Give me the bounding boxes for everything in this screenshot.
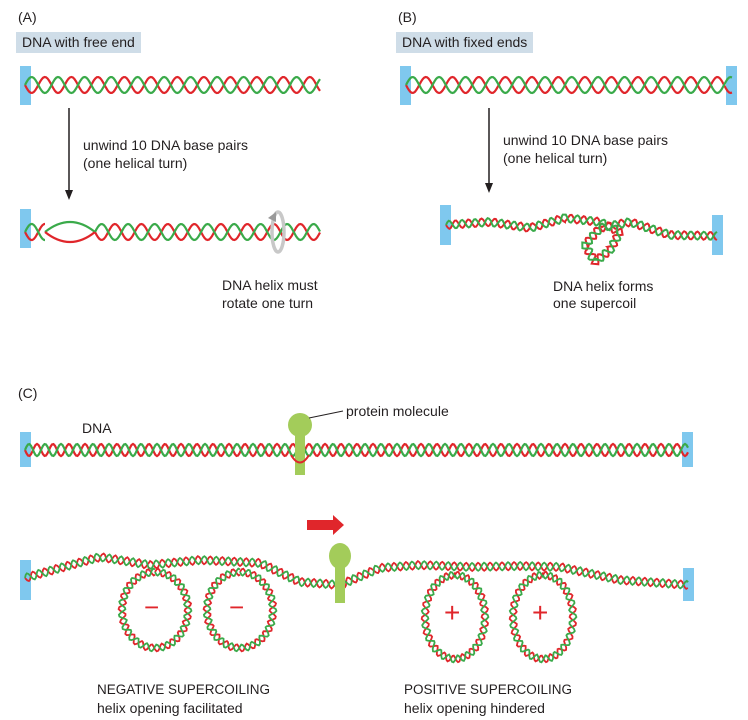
dna-helix-b-top-strand — [405, 75, 733, 95]
dna-helix-a-bottom-right-strand — [94, 222, 321, 242]
negative-supercoil-strand — [117, 567, 193, 653]
anchor-block — [683, 568, 694, 601]
negative-sign: − — [229, 592, 245, 622]
dna-helix-a-top-strand — [24, 75, 321, 95]
unwound-strand — [44, 220, 96, 233]
down-arrow-head — [485, 183, 493, 193]
dna-label: DNA — [82, 420, 112, 436]
negative-supercoil-strand — [202, 567, 278, 653]
panel-a-step-line1: unwind 10 DNA base pairs — [83, 137, 248, 153]
dna-helix-c-bottom-strand — [24, 552, 689, 590]
negative-supercoil-strand — [117, 567, 193, 653]
anchor-block — [20, 209, 31, 248]
panel-b-step-line1: unwind 10 DNA base pairs — [503, 132, 668, 148]
positive-sign: + — [444, 597, 461, 628]
dna-through-protein — [290, 454, 310, 464]
negative-supercoiling-caption: helix opening facilitated — [97, 700, 243, 716]
positive-supercoil-strand — [420, 570, 490, 664]
positive-supercoil-strand — [508, 570, 577, 664]
negative-supercoil-strand — [202, 567, 278, 653]
negative-supercoiling-title: NEGATIVE SUPERCOILING — [97, 682, 271, 697]
protein-stem — [295, 430, 305, 475]
dna-helix-a-top-strand — [24, 75, 321, 95]
protein-molecule — [329, 543, 351, 569]
down-arrow-head — [65, 190, 73, 200]
dna-helix-c-top-strand — [23, 442, 689, 458]
dna-helix-a-bottom-right-strand — [94, 222, 321, 242]
protein-molecule — [288, 413, 312, 437]
dna-helix-a-bottom-left-strand — [24, 222, 45, 242]
dna-helix-a-bottom-left-strand — [24, 222, 45, 242]
positive-supercoil-strand — [508, 570, 578, 664]
dna-helix-b-supercoiled-strand — [445, 213, 718, 266]
positive-supercoil-strand — [420, 570, 489, 664]
panel-c-label: (C) — [18, 385, 38, 401]
panel-a-result-line1: DNA helix must — [222, 277, 318, 293]
dna-helix-b-top-strand — [405, 75, 733, 95]
panel-a-label: (A) — [18, 9, 37, 25]
protein-stem — [335, 560, 345, 603]
positive-supercoiling-caption: helix opening hindered — [404, 700, 545, 716]
negative-sign: − — [144, 592, 160, 622]
unwound-strand — [44, 231, 96, 244]
rotation-arrow-icon — [270, 210, 286, 254]
panel-b-label: (B) — [398, 9, 417, 25]
protein-leader-line — [308, 410, 344, 419]
anchor-block — [440, 205, 451, 245]
direction-arrow-icon — [307, 515, 344, 535]
positive-supercoiling-title: POSITIVE SUPERCOILING — [404, 682, 573, 697]
anchor-block — [20, 560, 31, 600]
panel-a-result-line2: rotate one turn — [222, 295, 314, 311]
panel-b-result-line2: one supercoil — [553, 295, 637, 311]
dna-helix-c-top-strand — [23, 442, 689, 458]
panel-b-title: DNA with fixed ends — [396, 32, 534, 53]
anchor-block — [726, 66, 737, 105]
anchor-block — [682, 432, 693, 467]
rotation-arrowhead-icon — [268, 212, 276, 222]
panel-b-step-line2: (one helical turn) — [503, 150, 608, 166]
panel-b-result-line1: DNA helix forms — [553, 278, 654, 294]
positive-sign: + — [532, 597, 549, 628]
panel-a-step-line2: (one helical turn) — [83, 155, 188, 171]
dna-helix-c-bottom-strand — [24, 552, 689, 591]
panel-a-title: DNA with free end — [16, 32, 141, 53]
dna-helix-b-supercoiled-strand — [445, 213, 718, 262]
protein-label: protein molecule — [346, 403, 449, 419]
anchor-block — [712, 215, 723, 255]
